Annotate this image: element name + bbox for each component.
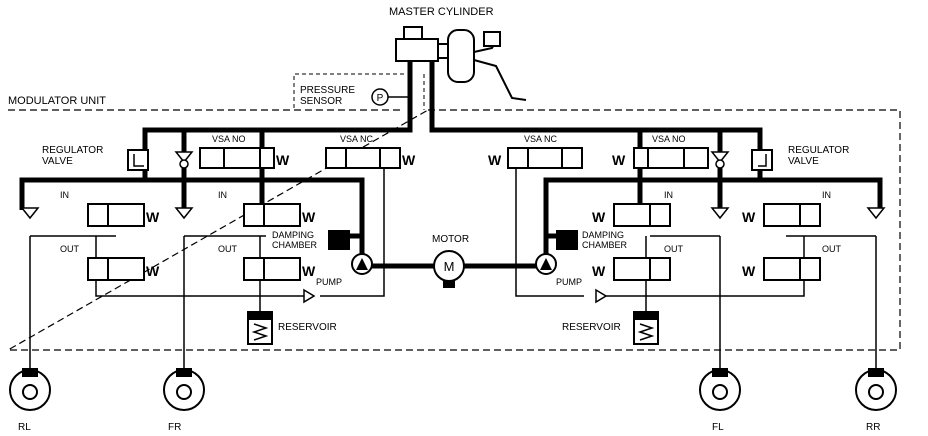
damping-chamber-left-label-2: CHAMBER: [272, 240, 318, 250]
reservoir-right: [633, 311, 659, 345]
modulator-unit-label: MODULATOR UNIT: [8, 95, 106, 107]
pump-check-valve-left: [303, 288, 316, 304]
vsa-no-left-solenoid: W: [276, 152, 290, 168]
damping-chamber-right-label-2: CHAMBER: [582, 240, 628, 250]
out-label-fl: OUT: [664, 244, 684, 254]
pump-left: [351, 253, 373, 275]
in-label-fr: IN: [218, 190, 227, 200]
wheel-label-rl: RL: [18, 422, 31, 433]
check-valve-rr: [866, 207, 886, 220]
vsa-no-valve-left: [199, 147, 275, 169]
vsa-no-left-label: VSA NO: [212, 134, 246, 144]
outlet-valve-fl: [613, 257, 671, 281]
vsa-nc-valve-right: [507, 147, 583, 169]
check-valve-left: [174, 151, 194, 169]
vsa-no-right-label: VSA NO: [652, 134, 686, 144]
inlet-valve-fl: [613, 203, 671, 227]
in-label-rl: IN: [60, 190, 69, 200]
regulator-valve-right: [751, 149, 773, 171]
regulator-valve-left: [127, 149, 149, 171]
outlet-valve-rr: [763, 257, 821, 281]
wheel-label-fr: FR: [168, 422, 181, 433]
motor: [433, 250, 465, 288]
reservoir-right-label: RESERVOIR: [562, 322, 621, 333]
pressure-symbol-label: P: [377, 93, 384, 104]
inlet-valve-rr: [763, 203, 821, 227]
reservoir-left: [247, 311, 273, 345]
wheel-label-rr: RR: [866, 422, 880, 433]
damping-chamber-left: [328, 230, 350, 250]
vsa-nc-left-label: VSA NC: [340, 134, 374, 144]
vsa-nc-right-label: VSA NC: [524, 134, 558, 144]
vsa-no-valve-right: [633, 147, 709, 169]
outlet-valve-fl-solenoid: W: [592, 263, 606, 279]
wheel-label-fl: FL: [712, 422, 724, 433]
wheel-brake-fr: [163, 368, 205, 411]
pressure-sensor-label: PRESSURE: [300, 85, 355, 96]
in-label-rr: IN: [822, 190, 831, 200]
master-cylinder: [395, 26, 527, 101]
pressure-sensor-label-2: SENSOR: [300, 96, 342, 107]
wheel-brake-fl: [699, 368, 741, 411]
reservoir-left-label: RESERVOIR: [278, 322, 337, 333]
check-valve-fl: [710, 207, 730, 220]
out-label-rl: OUT: [60, 244, 80, 254]
inlet-valve-rl: [87, 203, 145, 227]
vsa-nc-left-solenoid: W: [402, 152, 416, 168]
master-cylinder-label: MASTER CYLINDER: [389, 6, 494, 18]
wheel-brake-rr: [855, 368, 897, 411]
pressure-sensor-dashed-line: [293, 73, 404, 108]
damping-chamber-right: [556, 230, 578, 250]
outlet-valve-rr-solenoid: W: [742, 263, 756, 279]
modulator-unit-boundary: [5, 109, 901, 351]
out-label-rr: OUT: [822, 244, 842, 254]
vsa-nc-valve-left: [325, 147, 401, 169]
regulator-valve-left-label-2: VALVE: [42, 156, 73, 167]
wheel-brake-rl: [9, 368, 51, 411]
check-valve-right: [710, 151, 730, 169]
check-valve-fr: [174, 207, 194, 220]
check-valve-rl: [20, 207, 40, 220]
motor-label: MOTOR: [432, 234, 469, 245]
pump-right: [535, 253, 557, 275]
vsa-no-right-solenoid: W: [612, 152, 626, 168]
outlet-valve-rl-solenoid: W: [146, 263, 160, 279]
regulator-valve-right-label: REGULATOR: [788, 145, 849, 156]
inlet-valve-fl-solenoid: W: [592, 209, 606, 225]
outlet-valve-fr-solenoid: W: [302, 263, 316, 279]
in-label-fl: IN: [664, 190, 673, 200]
inlet-valve-rr-solenoid: W: [742, 209, 756, 225]
regulator-valve-left-label: REGULATOR: [42, 145, 103, 156]
pump-check-valve-right: [595, 288, 608, 304]
damping-chamber-left-label: DAMPING: [272, 230, 314, 240]
vsa-nc-right-solenoid: W: [488, 152, 502, 168]
inlet-valve-fr: [243, 203, 301, 227]
inlet-valve-rl-solenoid: W: [146, 209, 160, 225]
out-label-fr: OUT: [218, 244, 238, 254]
thin-lines: [29, 162, 877, 370]
damping-chamber-right-label: DAMPING: [582, 230, 624, 240]
motor-symbol: M: [444, 259, 455, 274]
pump-right-label: PUMP: [556, 277, 582, 287]
inlet-valve-fr-solenoid: W: [302, 209, 316, 225]
outlet-valve-fr: [243, 257, 301, 281]
regulator-valve-right-label-2: VALVE: [788, 156, 819, 167]
pump-left-label: PUMP: [316, 277, 342, 287]
outlet-valve-rl: [87, 257, 145, 281]
